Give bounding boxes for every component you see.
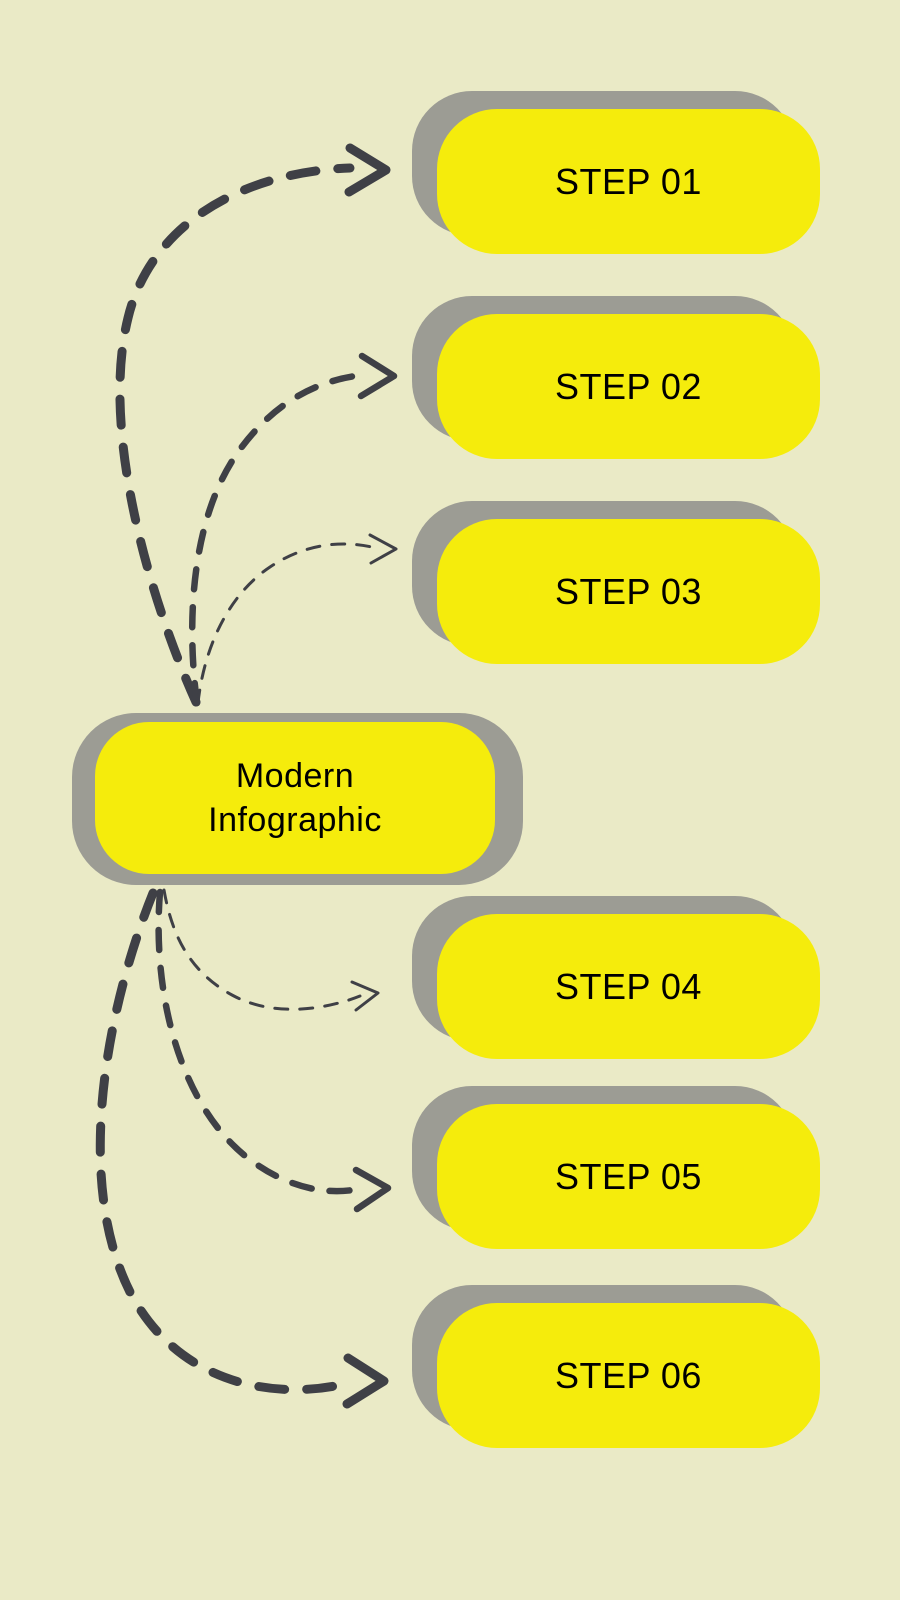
step-node-02[interactable]: STEP 02 bbox=[412, 296, 820, 459]
step-node-04[interactable]: STEP 04 bbox=[412, 896, 820, 1059]
connector-to-step-05 bbox=[155, 888, 392, 1213]
step-node-face: STEP 06 bbox=[437, 1303, 820, 1448]
connector-to-step-02 bbox=[188, 352, 398, 707]
step-node-face: STEP 04 bbox=[437, 914, 820, 1059]
center-node-label: Modern Infographic bbox=[208, 756, 382, 839]
step-node-label: STEP 05 bbox=[555, 1156, 702, 1197]
step-node-label: STEP 04 bbox=[555, 966, 702, 1007]
connector-to-step-04 bbox=[162, 888, 380, 1012]
step-node-01[interactable]: STEP 01 bbox=[412, 91, 820, 254]
center-node-face: Modern Infographic bbox=[95, 722, 495, 874]
step-node-face: STEP 01 bbox=[437, 109, 820, 254]
step-node-label: STEP 01 bbox=[555, 161, 702, 202]
step-node-face: STEP 02 bbox=[437, 314, 820, 459]
step-node-label: STEP 02 bbox=[555, 366, 702, 407]
step-node-face: STEP 03 bbox=[437, 519, 820, 664]
step-node-05[interactable]: STEP 05 bbox=[412, 1086, 820, 1249]
step-node-label: STEP 06 bbox=[555, 1355, 702, 1396]
step-node-03[interactable]: STEP 03 bbox=[412, 501, 820, 664]
connector-to-step-01 bbox=[115, 143, 391, 707]
connector-to-step-06 bbox=[95, 888, 389, 1409]
center-node[interactable]: Modern Infographic bbox=[72, 713, 523, 885]
step-node-06[interactable]: STEP 06 bbox=[412, 1285, 820, 1448]
step-node-face: STEP 05 bbox=[437, 1104, 820, 1249]
connector-to-step-03 bbox=[196, 533, 398, 705]
step-node-label: STEP 03 bbox=[555, 571, 702, 612]
